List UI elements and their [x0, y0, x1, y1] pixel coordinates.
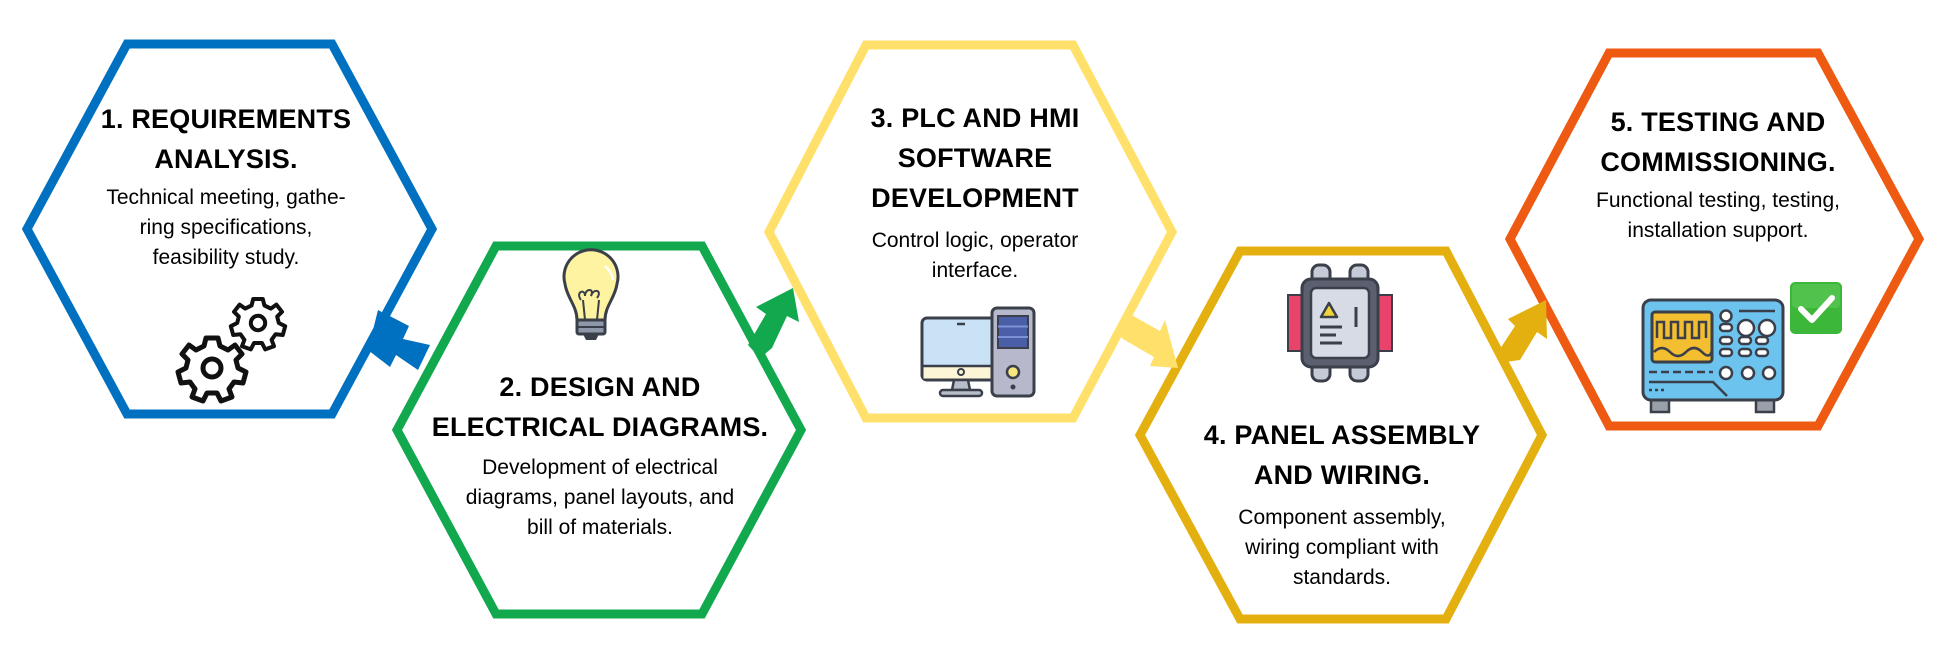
step-2-hexagon: [391, 241, 807, 619]
step-1-text: 1. REQUIREMENTS ANALYSIS. Technical meet…: [101, 99, 352, 273]
step-1-body-line-3: feasibility study.: [152, 246, 300, 269]
arrow-2-to-3: [748, 288, 799, 358]
step-2-title-line-2: ELECTRICAL DIAGRAMS.: [431, 412, 769, 442]
arrow-4-to-5: [1498, 300, 1547, 362]
step-4-body-line-2: wiring compliant with: [1245, 536, 1439, 559]
desktop-computer-icon: [920, 306, 1036, 398]
step-1-body-line-2: ring specifications,: [139, 216, 313, 239]
lightbulb-icon: [562, 248, 620, 340]
step-3-title-line-2: SOFTWARE: [897, 143, 1053, 173]
step-3-title-line-1: 3. PLC AND HMI: [870, 103, 1080, 133]
step-4-body-line-3: standards.: [1292, 566, 1392, 589]
step-2-text: 2. DESIGN AND ELECTRICAL DIAGRAMS. Devel…: [432, 367, 769, 543]
step-5-body-line-2: installation support.: [1627, 219, 1809, 242]
step-3-text: 3. PLC AND HMI SOFTWARE DEVELOPMENT Cont…: [871, 98, 1080, 286]
step-3-title-line-3: DEVELOPMENT: [871, 183, 1079, 213]
arrow-1-to-2: [368, 310, 430, 370]
gears-icon: [175, 296, 288, 404]
step-4-text: 4. PANEL ASSEMBLY AND WIRING. Component …: [1204, 415, 1480, 593]
step-1-hexagon: [21, 39, 438, 419]
step-4-title-line-2: AND WIRING.: [1253, 460, 1431, 490]
step-1-title-line-2: ANALYSIS.: [154, 144, 298, 174]
step-4-title-line-1: 4. PANEL ASSEMBLY: [1203, 420, 1481, 450]
step-5-body-line-1: Functional testing, testing,: [1596, 189, 1840, 212]
step-3-body-line-1: Control logic, operator: [871, 229, 1079, 252]
step-5-text: 5. TESTING AND COMMISSIONING. Functional…: [1596, 102, 1840, 246]
oscilloscope-icon: [1641, 298, 1785, 414]
step-2-body-line-1: Development of electrical: [482, 456, 718, 479]
step-2-title-line-1: 2. DESIGN AND: [499, 372, 701, 402]
step-2-body-line-2: diagrams, panel layouts, and: [465, 486, 735, 509]
electrical-panel-icon: [1287, 263, 1393, 383]
checkmark-icon: [1790, 282, 1842, 334]
step-4-body-line-1: Component assembly,: [1238, 506, 1446, 529]
step-1-title-line-1: 1. REQUIREMENTS: [100, 104, 352, 134]
step-5-title-line-1: 5. TESTING AND: [1610, 107, 1826, 137]
arrow-3-to-4: [1116, 313, 1178, 368]
step-2-body-line-3: bill of materials.: [527, 516, 673, 539]
step-1-body-line-1: Technical meeting, gathe-: [106, 186, 346, 209]
step-4-hexagon: [1134, 246, 1548, 624]
step-3-hexagon: [763, 40, 1178, 423]
step-5-title-line-2: COMMISSIONING.: [1600, 147, 1836, 177]
step-3-body-line-2: interface.: [931, 259, 1019, 282]
